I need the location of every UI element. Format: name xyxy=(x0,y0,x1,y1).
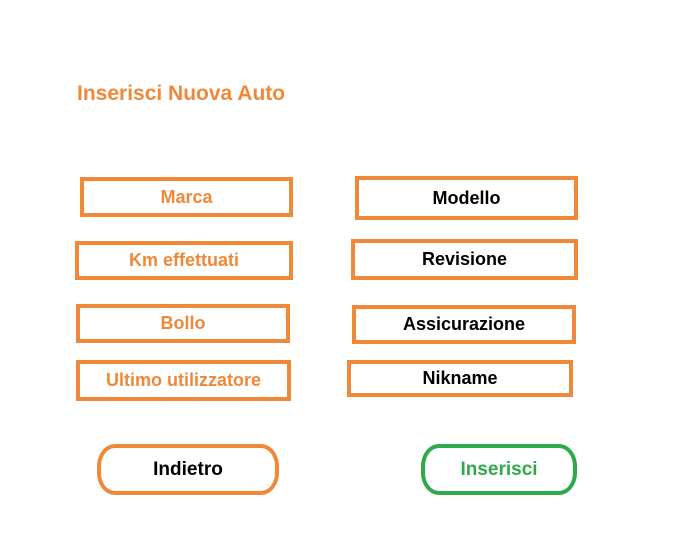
nikname-label: Nikname xyxy=(422,368,498,388)
assicurazione-field[interactable]: Assicurazione xyxy=(352,305,576,344)
bollo-label: Bollo xyxy=(160,313,206,333)
insert-button-label: Inserisci xyxy=(460,458,538,480)
back-button-label: Indietro xyxy=(153,458,223,480)
revisione-label: Revisione xyxy=(421,249,508,269)
ultimo-utilizzatore-label: Ultimo utilizzatore xyxy=(105,370,261,390)
marca-label: Marca xyxy=(160,186,213,207)
km-effettuati-field[interactable]: Km effettuati xyxy=(75,241,293,280)
page-title: Inserisci Nuova Auto xyxy=(77,82,286,105)
marca-field[interactable]: Marca xyxy=(80,177,293,217)
km-effettuati-label: Km effettuati xyxy=(128,250,239,270)
insert-button[interactable]: Inserisci xyxy=(421,444,577,495)
bollo-field[interactable]: Bollo xyxy=(76,304,290,343)
modello-field[interactable]: Modello xyxy=(355,176,578,220)
ultimo-utilizzatore-field[interactable]: Ultimo utilizzatore xyxy=(76,360,291,401)
nikname-field[interactable]: Nikname xyxy=(347,360,573,397)
assicurazione-label: Assicurazione xyxy=(402,314,526,334)
back-button[interactable]: Indietro xyxy=(97,444,279,495)
revisione-field[interactable]: Revisione xyxy=(351,239,578,280)
modello-label: Modello xyxy=(432,187,501,208)
